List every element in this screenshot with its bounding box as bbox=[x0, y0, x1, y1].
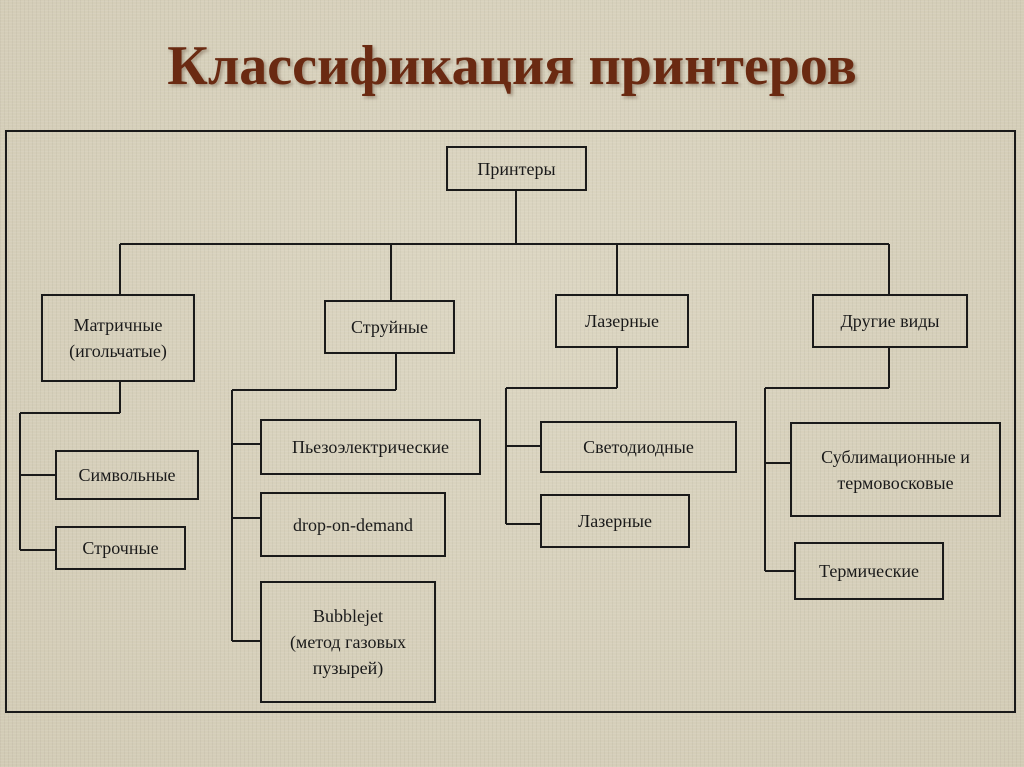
node-printers-root: Принтеры bbox=[446, 146, 587, 191]
node-piezoelectric: Пьезоэлектрические bbox=[260, 419, 481, 475]
page-title: Классификация принтеров bbox=[167, 35, 857, 97]
node-drop-on-demand: drop-on-demand bbox=[260, 492, 446, 557]
node-laser-subtype: Лазерные bbox=[540, 494, 690, 548]
node-led-printers: Светодиодные bbox=[540, 421, 737, 473]
node-matrix-printers: Матричные (игольчатые) bbox=[41, 294, 195, 382]
node-other-printers: Другие виды bbox=[812, 294, 968, 348]
node-thermal-printers: Термические bbox=[794, 542, 944, 600]
node-character-printers: Символьные bbox=[55, 450, 199, 500]
node-line-printers: Строчные bbox=[55, 526, 186, 570]
node-inkjet-printers: Струйные bbox=[324, 300, 455, 354]
node-sublimation-wax: Сублимационные и термовосковые bbox=[790, 422, 1001, 517]
diagram-frame bbox=[5, 130, 1016, 713]
node-laser-printers: Лазерные bbox=[555, 294, 689, 348]
node-bubblejet: Bubblejet (метод газовых пузырей) bbox=[260, 581, 436, 703]
